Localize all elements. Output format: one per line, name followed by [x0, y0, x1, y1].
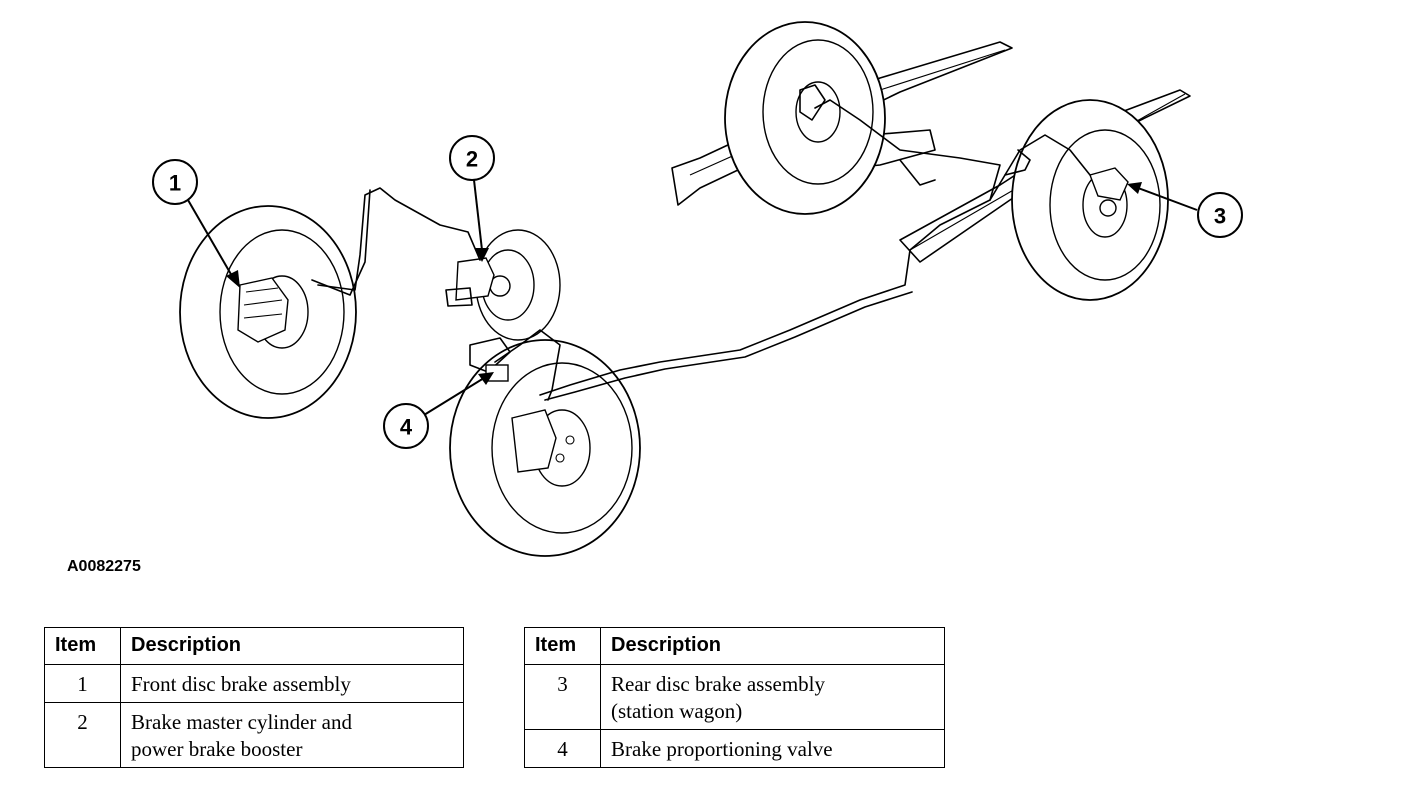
rear-right-wheel — [1011, 99, 1169, 301]
callout-2: 2 — [449, 135, 495, 262]
header-item: Item — [524, 627, 601, 665]
brake-system-diagram: 1 2 3 4 — [152, 21, 1243, 557]
item-number: 3 — [524, 664, 601, 730]
description-line: power brake booster — [131, 737, 303, 761]
front-disc-brake-caliper — [237, 277, 289, 343]
header-description: Description — [600, 627, 945, 665]
callout-3: 3 — [1127, 182, 1243, 238]
item-number: 4 — [524, 729, 601, 768]
item-description: Front disc brake assembly — [120, 664, 464, 703]
description-line: Brake proportioning valve — [611, 737, 833, 761]
description-line: Rear disc brake assembly — [611, 672, 826, 696]
legend-table-left: Item Description 1 Front disc brake asse… — [44, 627, 464, 768]
front-right-wheel — [449, 339, 641, 557]
item-description: Brake proportioning valve — [600, 729, 945, 768]
legend-header-row: Item Description — [44, 627, 464, 665]
description-line: Brake master cylinder and — [131, 710, 352, 734]
callout-4: 4 — [383, 372, 494, 449]
item-description: Rear disc brake assembly (station wagon) — [600, 664, 945, 730]
callout-1: 1 — [152, 159, 240, 288]
callout-label-4: 4 — [400, 415, 413, 440]
master-cylinder-booster — [445, 229, 561, 373]
table-row: 2 Brake master cylinder and power brake … — [44, 702, 464, 768]
rear-disc-brake-caliper — [1089, 167, 1129, 201]
table-row: 1 Front disc brake assembly — [44, 664, 464, 703]
description-line: (station wagon) — [611, 699, 743, 723]
header-description: Description — [120, 627, 464, 665]
callout-label-1: 1 — [169, 171, 181, 196]
legend-header-row: Item Description — [524, 627, 945, 665]
brake-lines — [311, 99, 1091, 401]
description-line: Front disc brake assembly — [131, 672, 351, 696]
table-row: 3 Rear disc brake assembly (station wago… — [524, 664, 945, 730]
header-item: Item — [44, 627, 121, 665]
rear-left-wheel — [724, 21, 886, 215]
table-row: 4 Brake proportioning valve — [524, 729, 945, 768]
callout-label-3: 3 — [1214, 204, 1226, 229]
legend-table-right: Item Description 3 Rear disc brake assem… — [524, 627, 945, 768]
callout-label-2: 2 — [466, 147, 478, 172]
item-number: 2 — [44, 702, 121, 768]
item-number: 1 — [44, 664, 121, 703]
item-description: Brake master cylinder and power brake bo… — [120, 702, 464, 768]
front-left-wheel — [179, 205, 357, 419]
figure-id: A0082275 — [67, 558, 141, 575]
